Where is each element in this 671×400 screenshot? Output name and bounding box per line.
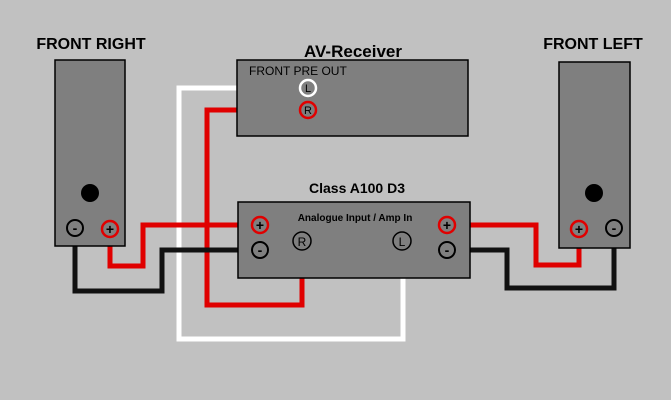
amp-left-speaker-neg-terminal[interactable] bbox=[438, 241, 456, 259]
receiver-left-jack[interactable] bbox=[298, 78, 318, 98]
receiver-right-jack-label: R bbox=[304, 105, 312, 117]
amp-right-input-label: R bbox=[298, 235, 307, 249]
amplifier bbox=[237, 201, 471, 279]
front-right-pos-terminal[interactable] bbox=[100, 219, 120, 239]
front-left-speaker bbox=[558, 61, 631, 249]
front-right-woofer bbox=[81, 184, 99, 202]
receiver-left-jack-label: L bbox=[305, 83, 311, 95]
front-right-positive-wire bbox=[107, 222, 260, 269]
amp-left-input-jack[interactable] bbox=[392, 231, 412, 251]
front-left-negative-wire bbox=[447, 236, 617, 291]
amp-input-label: Analogue Input / Amp In bbox=[298, 213, 413, 224]
amp-left-input-label: L bbox=[399, 235, 406, 249]
receiver-right-jack[interactable] bbox=[298, 100, 318, 120]
front-right-pos-sign: + bbox=[106, 221, 114, 237]
front-left-title: FRONT LEFT bbox=[543, 36, 643, 53]
front-pre-out-label: FRONT PRE OUT bbox=[249, 64, 347, 78]
front-right-speaker bbox=[54, 59, 126, 247]
amp-right-input-jack[interactable] bbox=[292, 231, 312, 251]
receiver-title: AV-Receiver bbox=[304, 42, 402, 61]
amplifier-title: Class A100 D3 bbox=[309, 180, 405, 196]
amp-right-speaker-neg-terminal[interactable] bbox=[251, 241, 269, 259]
front-left-pos-sign: + bbox=[575, 221, 583, 237]
front-right-title: FRONT RIGHT bbox=[36, 36, 146, 53]
front-left-neg-sign: - bbox=[612, 220, 617, 236]
front-left-positive-wire bbox=[447, 222, 582, 268]
front-right-neg-sign: - bbox=[73, 220, 78, 236]
front-left-pos-terminal[interactable] bbox=[569, 219, 589, 239]
amp-left-speaker-pos-terminal[interactable] bbox=[437, 215, 457, 235]
amp-right-speaker-pos-terminal[interactable] bbox=[250, 215, 270, 235]
amp-left-neg-sign: - bbox=[445, 242, 450, 258]
amp-right-pos-sign: + bbox=[256, 217, 264, 233]
left-signal-wire bbox=[176, 85, 406, 342]
amp-left-pos-sign: + bbox=[443, 217, 451, 233]
front-right-neg-terminal[interactable] bbox=[66, 219, 84, 237]
amp-right-neg-sign: - bbox=[258, 242, 263, 258]
front-right-negative-wire bbox=[72, 236, 260, 294]
front-left-woofer bbox=[585, 184, 603, 202]
front-left-neg-terminal[interactable] bbox=[605, 219, 623, 237]
av-receiver bbox=[236, 59, 469, 137]
